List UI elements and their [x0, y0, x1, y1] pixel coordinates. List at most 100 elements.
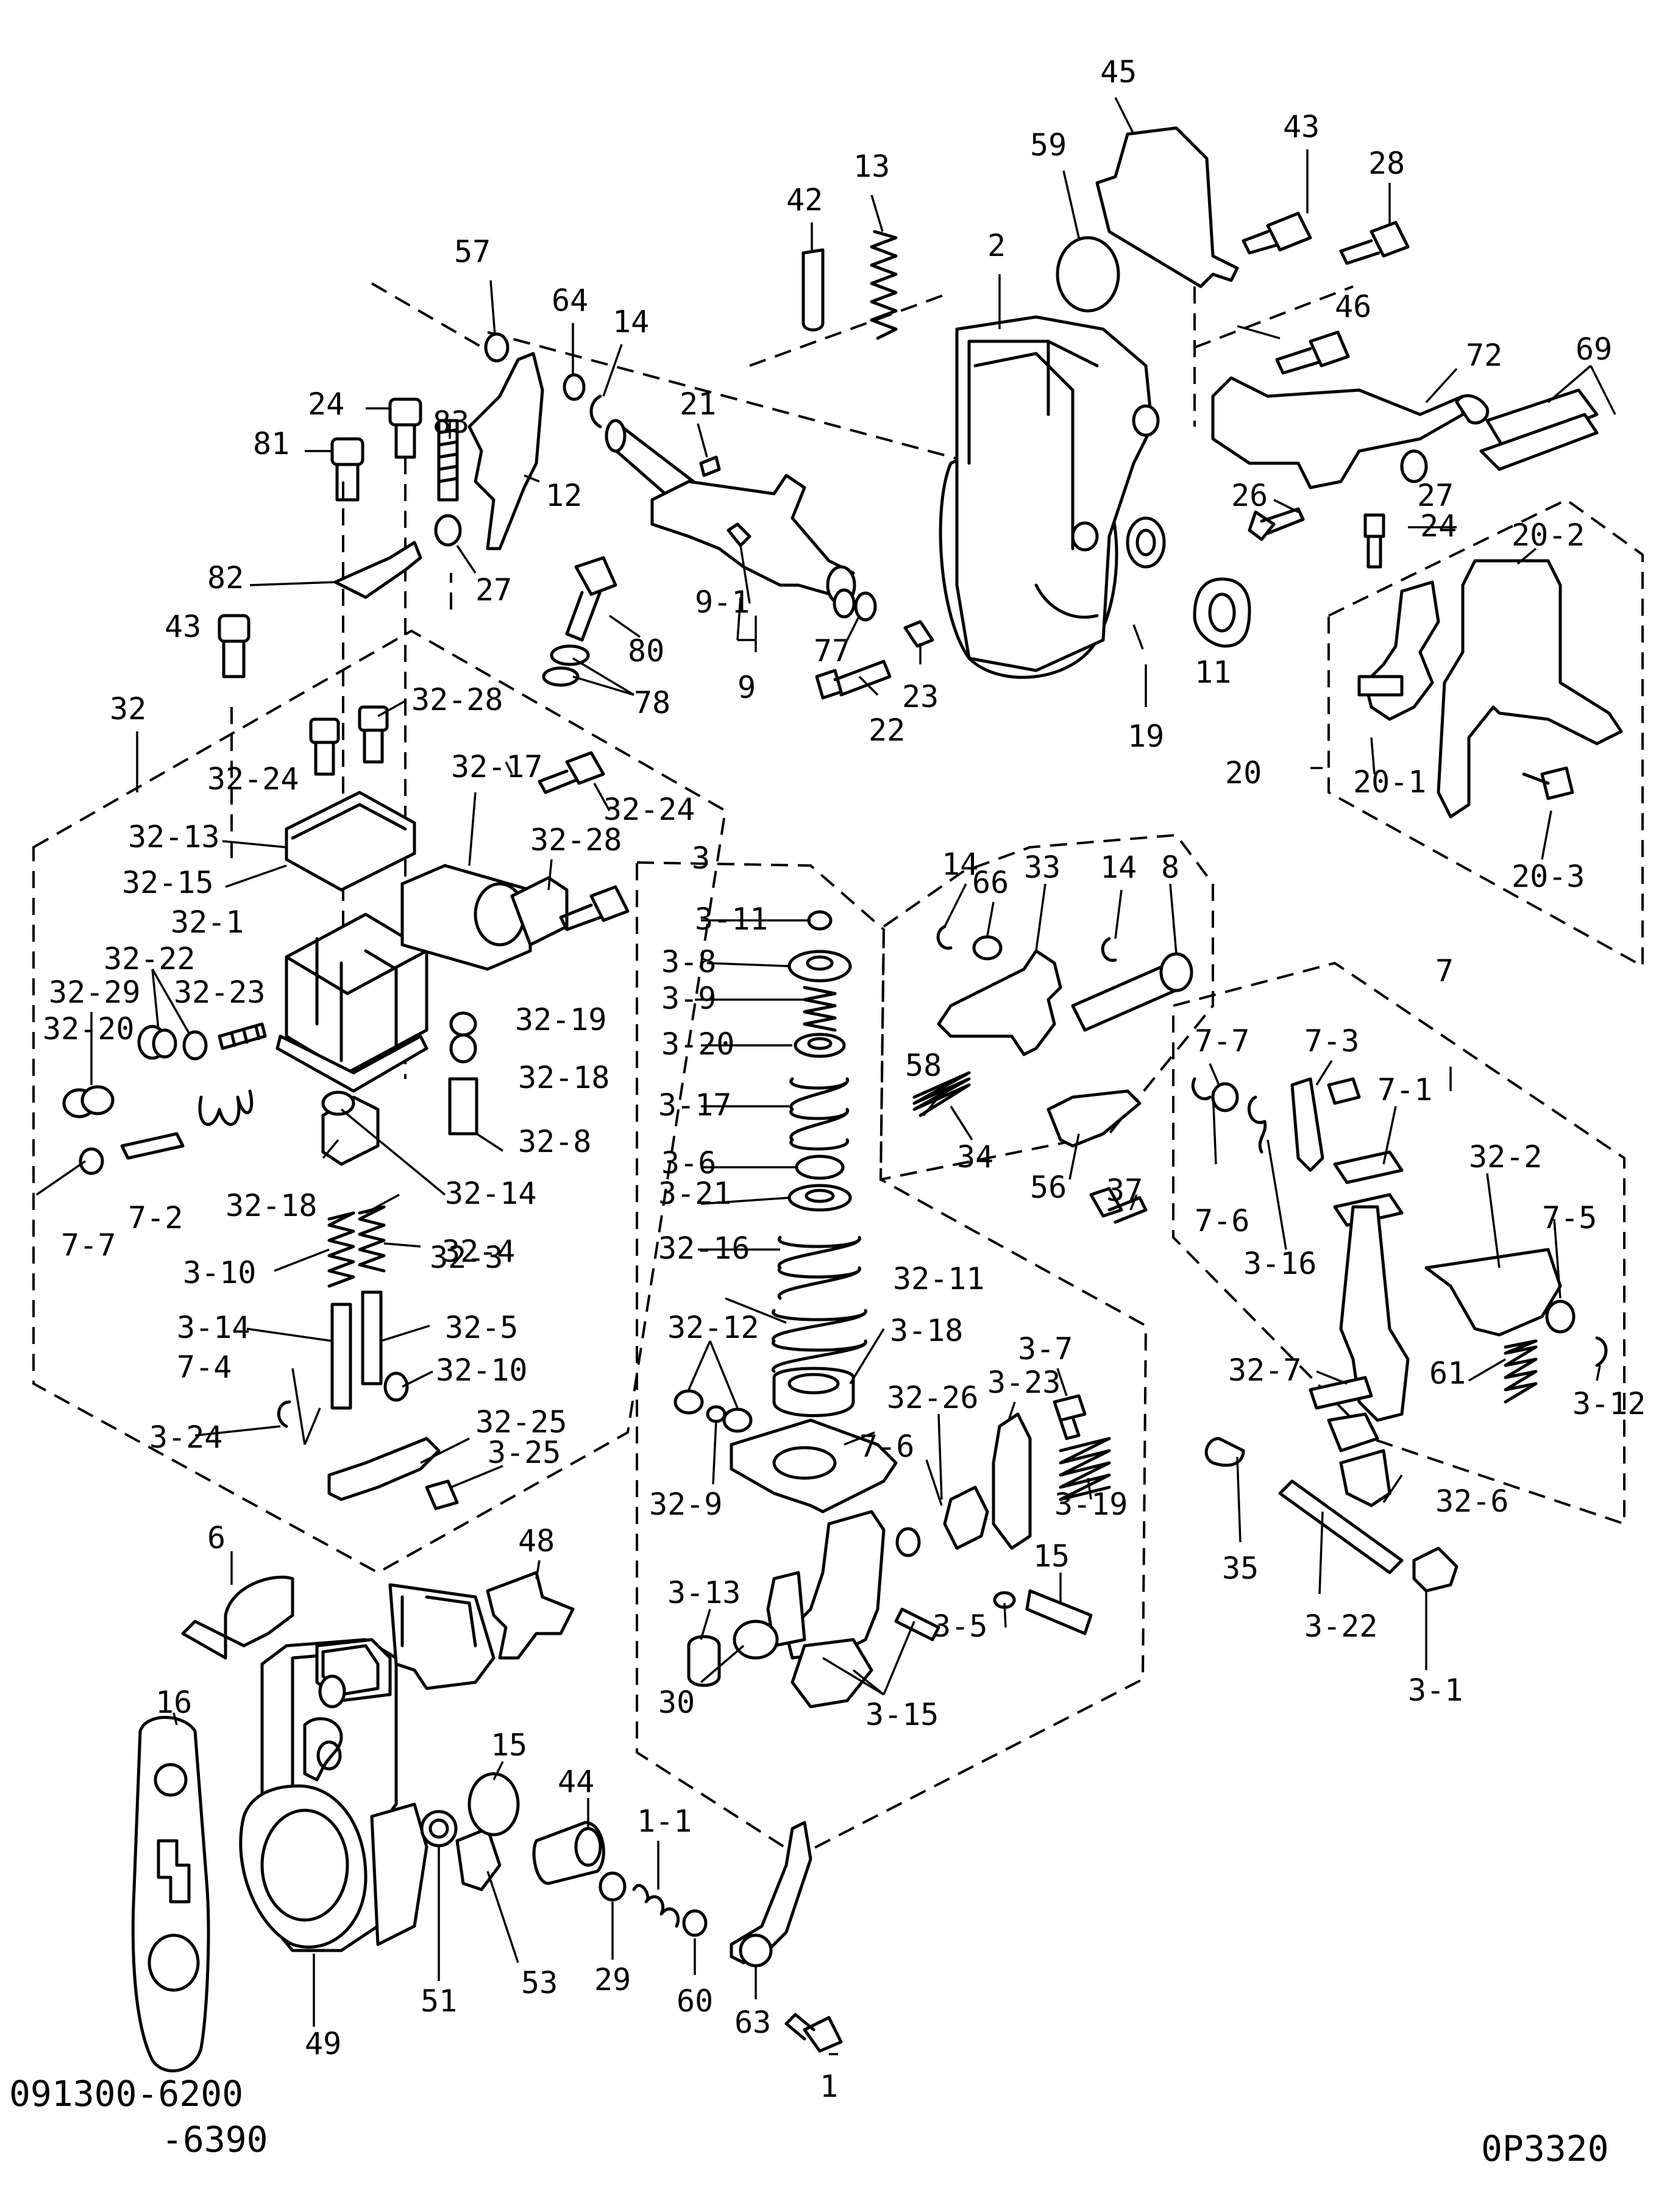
callout-label: 32-28	[411, 682, 503, 717]
callout-label: 3-10	[183, 1255, 256, 1290]
callout-label: 32-18	[518, 1060, 610, 1095]
callout-label: 32-23	[174, 975, 266, 1010]
callout-label: 27	[475, 572, 512, 608]
callout-label: 64	[552, 283, 588, 318]
callout-label: 3-11	[695, 902, 768, 937]
washer-part	[563, 373, 586, 401]
callout-label: 2	[987, 228, 1006, 263]
callout-label: 32-16	[658, 1231, 750, 1266]
callout-label: 32-18	[226, 1188, 318, 1223]
callout-label: 3-17	[658, 1087, 731, 1123]
drawing-number-secondary: -6390	[162, 2119, 268, 2160]
callout-label: 21	[680, 386, 716, 422]
group-outline-20	[1327, 498, 1644, 969]
callout-label: 45	[1100, 54, 1137, 90]
callout-label: 3-15	[865, 1697, 939, 1732]
bolt-parts-left	[218, 397, 462, 678]
callout-label: 33	[1024, 850, 1061, 885]
callout-label: 32-13	[128, 819, 220, 855]
leader-dash-shaft	[487, 331, 1043, 483]
callout-label: 3-8	[661, 944, 716, 980]
callout-label: 20	[1225, 755, 1262, 791]
callout-label: 77	[814, 633, 850, 669]
callout-label: 3-13	[667, 1575, 741, 1610]
shaft-assembly-part	[605, 419, 934, 700]
clip-part	[589, 394, 602, 429]
callout-label: 3-14	[177, 1310, 250, 1345]
callout-label: 12	[545, 478, 582, 513]
callout-label: 20-2	[1512, 517, 1585, 553]
callout-label: 15	[491, 1727, 527, 1763]
callout-label: 14	[1100, 850, 1137, 885]
callout-label: 32-24	[207, 761, 299, 797]
callout-label: 13	[853, 149, 890, 184]
spring-part	[870, 230, 898, 340]
callout-label: 7-7	[1195, 1023, 1249, 1059]
bolt-80-part	[574, 556, 617, 596]
callout-label: 9	[737, 670, 756, 705]
callout-label: 32-15	[122, 865, 214, 900]
callout-label: 3-6	[661, 1145, 716, 1181]
callout-label: 81	[253, 426, 290, 461]
callout-label: 26	[1231, 478, 1268, 513]
callout-label: 61	[1429, 1356, 1466, 1391]
pin-part	[801, 248, 825, 332]
callout-label: 8	[1161, 850, 1179, 885]
callout-label: 32-3	[430, 1240, 503, 1275]
washer-part	[484, 332, 510, 363]
leader-dash-57	[371, 282, 489, 352]
gasket-hole	[147, 1933, 200, 1992]
cover-plate-part	[1095, 126, 1239, 288]
callout-label: 3-18	[890, 1313, 963, 1348]
callout-label: 20-1	[1353, 764, 1426, 800]
gasket-hole	[154, 1763, 188, 1797]
governor-housing-part	[939, 315, 1166, 679]
callout-label: 51	[421, 1983, 457, 2019]
callout-label: 32-25	[475, 1404, 567, 1440]
bracket-35-part	[486, 1571, 575, 1660]
callout-label: 20-3	[1512, 859, 1585, 894]
callout-label: 1	[820, 2069, 838, 2104]
callout-label: 32-26	[887, 1380, 979, 1415]
callout-label: 32-11	[893, 1261, 985, 1296]
callout-label: 58	[905, 1048, 942, 1083]
callout-label: 7-4	[177, 1350, 232, 1385]
reference-code: 0P3320	[1481, 2128, 1609, 2169]
callout-label: 48	[518, 1523, 555, 1559]
bracket-48-part	[181, 1576, 294, 1660]
leader-lines	[36, 97, 1616, 2055]
pump-housing-part	[239, 1583, 520, 1952]
callout-label: 14	[613, 304, 649, 340]
callout-label: 7-3	[1304, 1023, 1359, 1059]
group-outline-7	[1172, 961, 1626, 1526]
callout-label: 30	[658, 1685, 695, 1720]
callout-label: 34	[957, 1139, 993, 1175]
callout-label: 3-21	[658, 1176, 731, 1211]
callout-label: 3-23	[987, 1365, 1061, 1400]
callout-label: 32-2	[1469, 1139, 1542, 1175]
callout-label: 7	[1435, 953, 1454, 989]
group-outline-9-shaft	[879, 833, 1214, 1181]
callout-label: 80	[628, 633, 664, 669]
callout-label: 7-2	[128, 1200, 183, 1236]
callout-label: 14	[942, 847, 978, 882]
leader-dash-43	[749, 291, 951, 367]
callout-label: 11	[1195, 655, 1231, 690]
callout-label: 3-24	[149, 1420, 222, 1455]
callout-label: 3-12	[1572, 1386, 1646, 1421]
callout-label: 35	[1222, 1551, 1259, 1586]
callout-label: 32-17	[451, 749, 543, 784]
callout-label: 3-1	[1408, 1673, 1463, 1708]
callout-label: 32	[110, 691, 146, 727]
callout-label: 15	[1033, 1538, 1070, 1574]
callout-label: 27	[1417, 478, 1454, 513]
callout-label: 32-28	[530, 822, 622, 858]
callout-label: 32-6	[1435, 1484, 1508, 1519]
callout-label: 44	[558, 1764, 594, 1799]
o-ring-part	[1056, 236, 1120, 313]
callout-label: 3-7	[1018, 1331, 1073, 1367]
callout-label: 23	[902, 679, 939, 714]
callout-label: 59	[1030, 127, 1067, 163]
callout-label: 56	[1030, 1170, 1067, 1205]
